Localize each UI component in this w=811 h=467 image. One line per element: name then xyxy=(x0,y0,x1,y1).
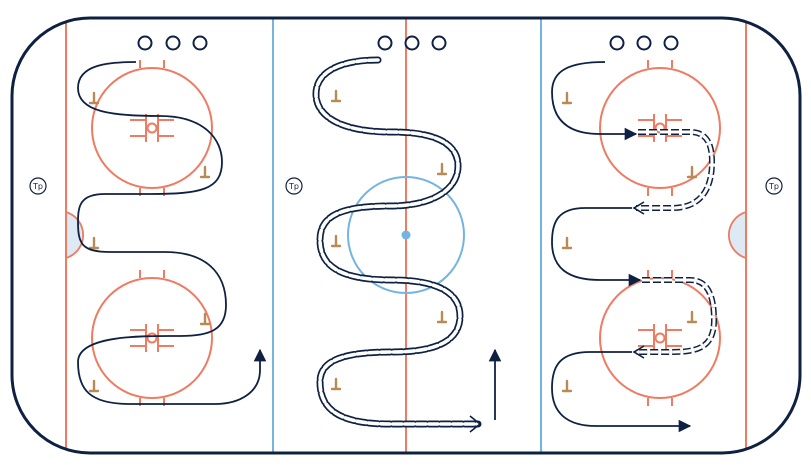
player-group-right xyxy=(609,35,679,51)
tp-marker-right: Tp xyxy=(765,177,783,195)
faceoff-circle-top-left xyxy=(91,60,213,196)
svg-text:Tp: Tp xyxy=(288,182,299,191)
player-icon xyxy=(192,35,208,51)
player-icon xyxy=(663,35,679,51)
skating-path-right-2 xyxy=(551,207,642,287)
player-icon xyxy=(137,35,153,51)
player-icon xyxy=(377,35,393,51)
skating-path-right-3 xyxy=(551,351,692,433)
player-icon xyxy=(609,35,625,51)
faceoff-circle-bottom-left xyxy=(91,270,213,406)
tp-marker-center: Tp xyxy=(285,177,303,195)
skating-path-right xyxy=(551,61,638,141)
skating-path-left xyxy=(77,61,267,405)
player-icon xyxy=(404,35,420,51)
player-icon xyxy=(165,35,181,51)
svg-text:Tp: Tp xyxy=(32,182,43,191)
right-goal-crease xyxy=(727,210,747,260)
player-group-center xyxy=(377,35,447,51)
faceoff-circle-top-right xyxy=(599,60,721,196)
player-group-left xyxy=(137,35,208,51)
rink-boards xyxy=(10,16,802,455)
center-faceoff-circle xyxy=(347,176,465,294)
player-icon xyxy=(431,35,447,51)
player-icon xyxy=(636,35,652,51)
center-faceoff-dot xyxy=(401,230,411,240)
tp-marker-left: Tp xyxy=(29,177,47,195)
svg-text:Tp: Tp xyxy=(768,182,779,191)
